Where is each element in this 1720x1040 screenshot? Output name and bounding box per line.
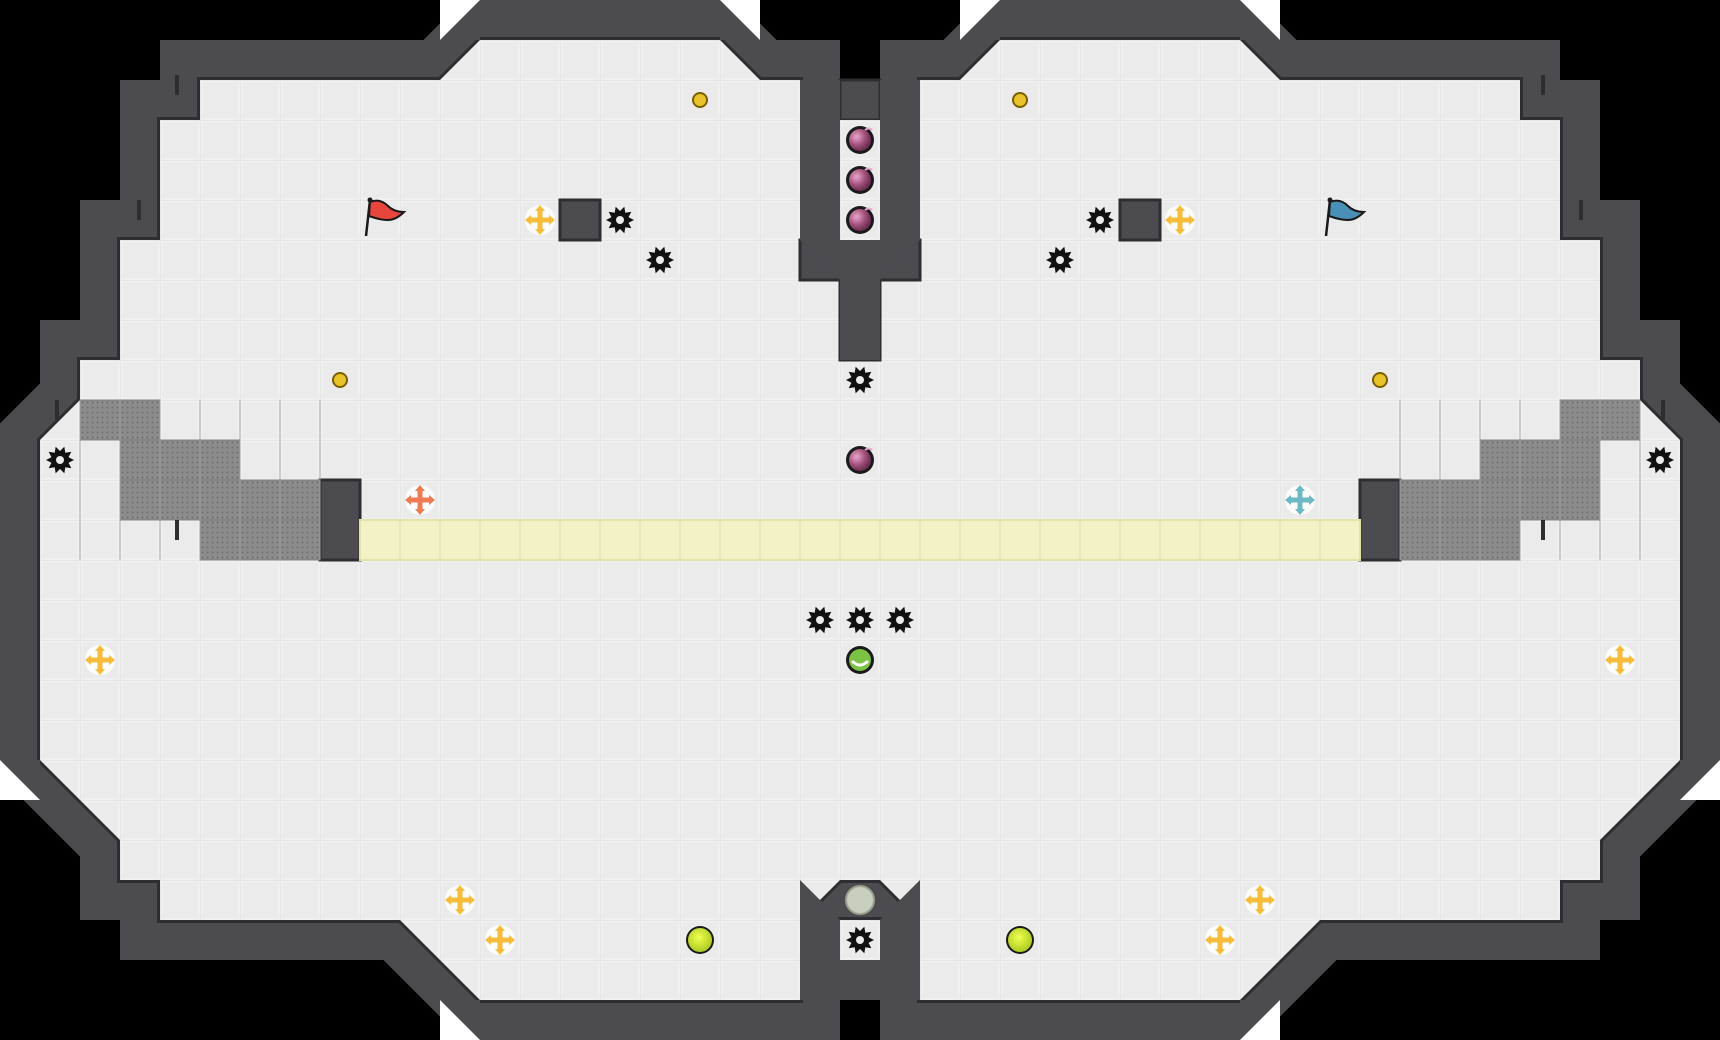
wall-bevel [960,0,1000,40]
blue-flag-icon [1324,197,1367,237]
boost-icon [445,885,475,915]
spike-icon [646,246,674,274]
wall-bevel [440,1000,480,1040]
inner-wall-block [558,198,602,242]
wall-notch [1579,200,1583,220]
spike-icon [886,606,914,634]
spike-icon [846,366,874,394]
wall-notch [55,400,59,420]
speed-mesh-tile [119,479,321,521]
center-bottom-wall [800,880,920,1000]
wall-notch [1661,400,1665,420]
boost-icon [1165,205,1195,235]
wall-notch [175,520,179,540]
boost-icon [525,205,555,235]
spike-icon [1046,246,1074,274]
red-team-boost-icon [405,485,435,515]
button-icon[interactable] [692,92,708,108]
wall-bevel [1240,1000,1280,1040]
wall-notch [1541,520,1545,540]
bomb-icon [846,126,874,154]
button-icon[interactable] [1372,372,1388,388]
bomb-icon [846,446,874,474]
spike-icon [1646,446,1674,474]
speed-mesh-tile [1479,439,1601,481]
spike-icon [606,206,634,234]
spike-icon [846,926,874,954]
speed-mesh-tile [199,519,321,561]
wall-notch [137,200,141,220]
inner-wall-block [838,78,882,122]
wall-bevel [720,0,760,40]
boost-icon [85,645,115,675]
red-flag-icon [364,197,407,237]
spike-icon [1086,206,1114,234]
inner-wall-block [1358,478,1402,562]
map-objects[interactable] [46,92,1674,955]
bomb-icon [846,206,874,234]
button-icon[interactable] [1012,92,1028,108]
wall-bevel [1680,760,1720,800]
spike-icon [806,606,834,634]
portal-icon [686,926,714,954]
boost-icon [1205,925,1235,955]
boost-icon [1605,645,1635,675]
blue-team-boost-icon [1285,485,1315,515]
inner-wall-block [318,478,362,562]
button-icon[interactable] [332,372,348,388]
speed-mesh-tile [1399,479,1601,521]
boost-icon [485,925,515,955]
portal-icon [1006,926,1034,954]
spike-icon [46,446,74,474]
neutral-bomb-icon [846,646,874,674]
speed-mesh-tile [1399,519,1521,561]
wall-notch [1541,75,1545,95]
yellow-gate-lane [359,519,1361,561]
wall-bevel [1240,0,1280,40]
inactive-portal-icon [845,885,875,915]
bomb-icon [846,166,874,194]
inner-wall-block [1118,198,1162,242]
wall-bevel [0,760,40,800]
speed-mesh-tile [119,439,241,481]
wall-notch [175,75,179,95]
spike-icon [846,606,874,634]
wall-bevel [440,0,480,40]
boost-icon [1245,885,1275,915]
